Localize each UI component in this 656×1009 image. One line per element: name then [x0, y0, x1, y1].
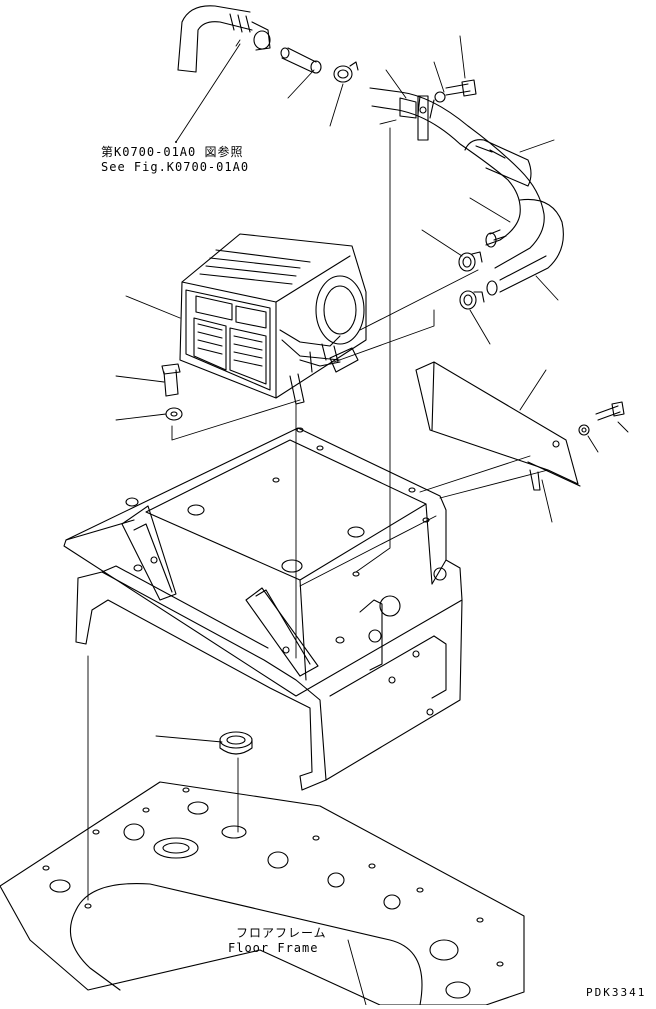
side-bracket-left [122, 506, 176, 600]
hose-clamp-top [334, 62, 358, 82]
mounting-base [64, 428, 462, 696]
assembly-lines [88, 120, 548, 900]
support-frame [76, 566, 462, 790]
reference-note-jp: 第K0700-01A0 図参照 [101, 145, 244, 159]
floor-frame [0, 782, 524, 1005]
pipe-segment [281, 48, 321, 73]
heater-unit [180, 234, 366, 404]
bracket-top [400, 96, 428, 140]
upper-hose [178, 6, 270, 72]
floor-frame-label-jp: フロアフレーム [236, 926, 327, 940]
cover-plate [416, 362, 580, 490]
washer-left [166, 408, 182, 420]
hose-clamp-mid-upper [459, 252, 482, 271]
grommet [220, 732, 252, 754]
callout-markers [175, 141, 177, 143]
bolt-left [162, 364, 180, 396]
side-bracket-right [246, 588, 318, 676]
heater-hose-pair [370, 88, 563, 295]
hose-clamp-mid-lower [460, 291, 484, 309]
drawing-code: PDK3341 [586, 986, 647, 999]
leader-lines [116, 36, 628, 1005]
bolt-top [435, 80, 476, 102]
bolt-right [579, 402, 624, 435]
reference-note-en: See Fig.K0700-01A0 [101, 160, 250, 174]
floor-frame-label-en: Floor Frame [228, 941, 319, 955]
